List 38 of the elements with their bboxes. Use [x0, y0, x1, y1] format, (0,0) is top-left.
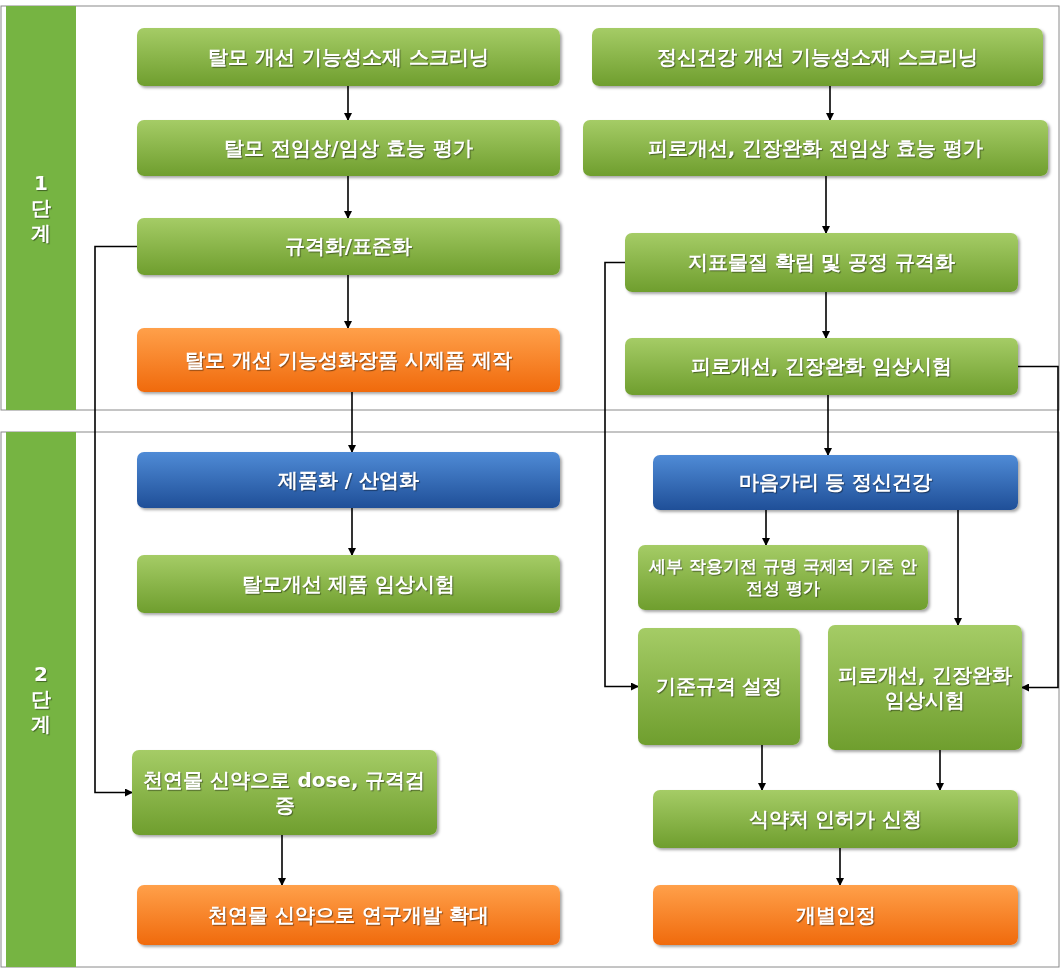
result-box: 천연물 신약으로 연구개발 확대	[137, 885, 560, 945]
process-box: 탈모 전임상/임상 효능 평가	[137, 120, 560, 176]
phase-band: 1 단계	[6, 6, 76, 410]
result-box: 개별인정	[653, 885, 1018, 945]
process-box: 피로개선, 긴장완화 임상시험	[828, 625, 1022, 750]
arrow	[762, 509, 770, 546]
process-box: 규격화/표준화	[137, 218, 560, 275]
process-box: 지표물질 확립 및 공정 규격화	[625, 233, 1018, 292]
arrow	[1017, 365, 1059, 692]
process-box: 피로개선, 긴장완화 전임상 효능 평가	[583, 120, 1048, 176]
arrow	[348, 507, 356, 556]
process-box: 정신건강 개선 기능성소재 스크리닝	[592, 28, 1043, 86]
arrow	[822, 175, 830, 234]
arrow	[278, 834, 286, 886]
stage-box: 마음가리 등 정신건강	[653, 455, 1018, 510]
arrow	[758, 744, 766, 791]
process-box: 탈모개선 제품 임상시험	[137, 555, 560, 613]
arrow	[822, 291, 830, 339]
arrow	[826, 85, 834, 121]
arrow	[836, 847, 844, 886]
arrow	[344, 274, 352, 329]
arrow	[94, 245, 138, 797]
arrow	[344, 175, 352, 219]
process-box: 식약처 인허가 신청	[653, 790, 1018, 848]
result-box: 탈모 개선 기능성화장품 시제품 제작	[137, 328, 560, 392]
stage-box: 제품화 / 산업화	[137, 452, 560, 508]
process-box: 세부 작용기전 규명 국제적 기준 안전성 평가	[638, 545, 928, 610]
arrow	[344, 85, 352, 121]
arrow	[348, 391, 356, 453]
arrow	[604, 261, 639, 691]
arrow	[954, 509, 962, 626]
process-box: 기준규격 설정	[638, 628, 800, 745]
process-box: 피로개선, 긴장완화 임상시험	[625, 338, 1018, 395]
arrow	[824, 394, 832, 456]
process-box: 탈모 개선 기능성소재 스크리닝	[137, 28, 560, 86]
phase-band: 2 단계	[6, 432, 76, 967]
arrow	[936, 749, 944, 791]
process-box: 천연물 신약으로 dose, 규격검증	[132, 750, 437, 835]
